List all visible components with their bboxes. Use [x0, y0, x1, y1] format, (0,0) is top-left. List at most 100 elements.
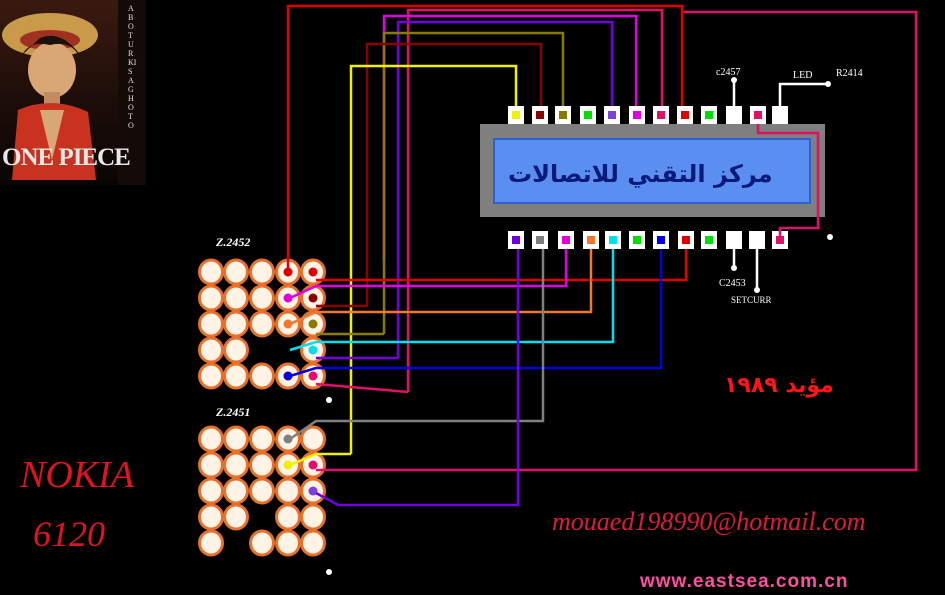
lcd-top-pin-marker [608, 111, 616, 119]
wire-trace [778, 82, 828, 106]
wire-trace [289, 249, 593, 326]
lcd-top-pin-marker [730, 111, 738, 119]
solder-pad [249, 258, 275, 286]
solder-pad [198, 477, 224, 505]
solder-pad [198, 310, 224, 338]
website-watermark: www.eastsea.com.cn [640, 571, 849, 592]
solder-pad [223, 362, 249, 390]
lcd-top-pin-marker [512, 111, 520, 119]
pad-marker [308, 371, 318, 381]
solder-pad [249, 310, 275, 338]
label-led: LED [793, 70, 813, 81]
pad-marker [308, 267, 318, 277]
solder-pad [223, 451, 249, 479]
lcd-screen [493, 138, 811, 204]
solder-pad [249, 425, 275, 453]
lcd-bottom-pin-marker [753, 236, 761, 244]
model-number: 6120 [33, 514, 105, 554]
solder-pad [249, 362, 275, 390]
label-setcurr: SETCURR [731, 295, 772, 305]
pad-marker [283, 434, 293, 444]
anime-poster-image: ONE PIECE ABOTURKI SAGHOTO [0, 0, 146, 185]
junction-dot [731, 77, 737, 83]
wire-trace [315, 382, 409, 394]
author-signature: مؤيد ١٩٨٩ [724, 373, 834, 398]
pad-marker [308, 319, 318, 329]
lcd-top-pin-marker [705, 111, 713, 119]
pad-marker [308, 460, 318, 470]
contact-email: mouaed198990@hotmail.com [552, 507, 866, 536]
lcd-bottom-pin-marker [776, 236, 784, 244]
solder-pad [198, 336, 224, 364]
solder-pad [198, 451, 224, 479]
solder-pad [300, 529, 326, 557]
lcd-top-pin-marker [536, 111, 544, 119]
junction-dot [827, 234, 833, 240]
lcd-bottom-pin-marker [609, 236, 617, 244]
wire-trace [286, 4, 684, 272]
solder-pad [249, 477, 275, 505]
wire-trace [316, 10, 918, 472]
lcd-bottom-pin-marker [730, 236, 738, 244]
solder-pad [275, 477, 301, 505]
solder-pad [300, 503, 326, 531]
lcd-top-pin-marker [633, 111, 641, 119]
wire-trace [316, 249, 688, 282]
wire-trace [365, 42, 543, 306]
lcd-top-pin-marker [776, 111, 784, 119]
label-r2414: R2414 [836, 68, 863, 79]
junction-dots [326, 77, 833, 575]
junction-dot [326, 397, 332, 403]
solder-pad [223, 336, 249, 364]
pad-marker [308, 293, 318, 303]
solder-pad [198, 284, 224, 312]
wire-trace [289, 249, 545, 441]
wire-trace [756, 124, 820, 236]
lcd-bottom-pin-marker [705, 236, 713, 244]
solder-pad [198, 362, 224, 390]
poster-side-text: ABOTURKI SAGHOTO [128, 4, 137, 130]
z2451-pad-grid [198, 425, 326, 557]
wire-trace [289, 249, 615, 352]
solder-pad [223, 284, 249, 312]
z2452-pad-grid [198, 258, 326, 390]
wire-trace [406, 8, 664, 392]
wire-trace [382, 31, 565, 334]
junction-dot [754, 287, 760, 293]
lcd-bottom-pin-marker [657, 236, 665, 244]
lcd-bottom-pin-marker [562, 236, 570, 244]
junction-dot [825, 81, 831, 87]
label-z2452: Z.2452 [216, 235, 251, 249]
model-name: NOKIA [20, 454, 134, 496]
wire-trace [289, 249, 568, 300]
solder-pad [275, 503, 301, 531]
lcd-bottom-connector [508, 231, 788, 249]
solder-pad [223, 258, 249, 286]
poster-artwork [0, 0, 146, 185]
pad-marker [283, 319, 293, 329]
lcd-bottom-pin-marker [633, 236, 641, 244]
lcd-top-pin-marker [559, 111, 567, 119]
solder-pad [275, 529, 301, 557]
solder-pad [249, 451, 275, 479]
solder-pad [249, 284, 275, 312]
solder-pad [198, 258, 224, 286]
lcd-top-pin-marker [584, 111, 592, 119]
lcd-top-pin-marker [754, 111, 762, 119]
pad-marker [283, 371, 293, 381]
lcd-bottom-pin-marker [536, 236, 544, 244]
pad-marker [283, 293, 293, 303]
wire-trace [289, 249, 663, 378]
solder-pad [223, 503, 249, 531]
solder-pad [198, 425, 224, 453]
lcd-title-text: مركز التقني للاتصالات [508, 160, 773, 188]
lcd-top-pin-marker [681, 111, 689, 119]
solder-pad [223, 310, 249, 338]
wire-trace [315, 249, 520, 507]
wire-trace [289, 452, 351, 467]
solder-pad [223, 477, 249, 505]
lcd-top-connector [508, 106, 788, 124]
junction-dot [326, 569, 332, 575]
solder-pad [198, 529, 224, 557]
